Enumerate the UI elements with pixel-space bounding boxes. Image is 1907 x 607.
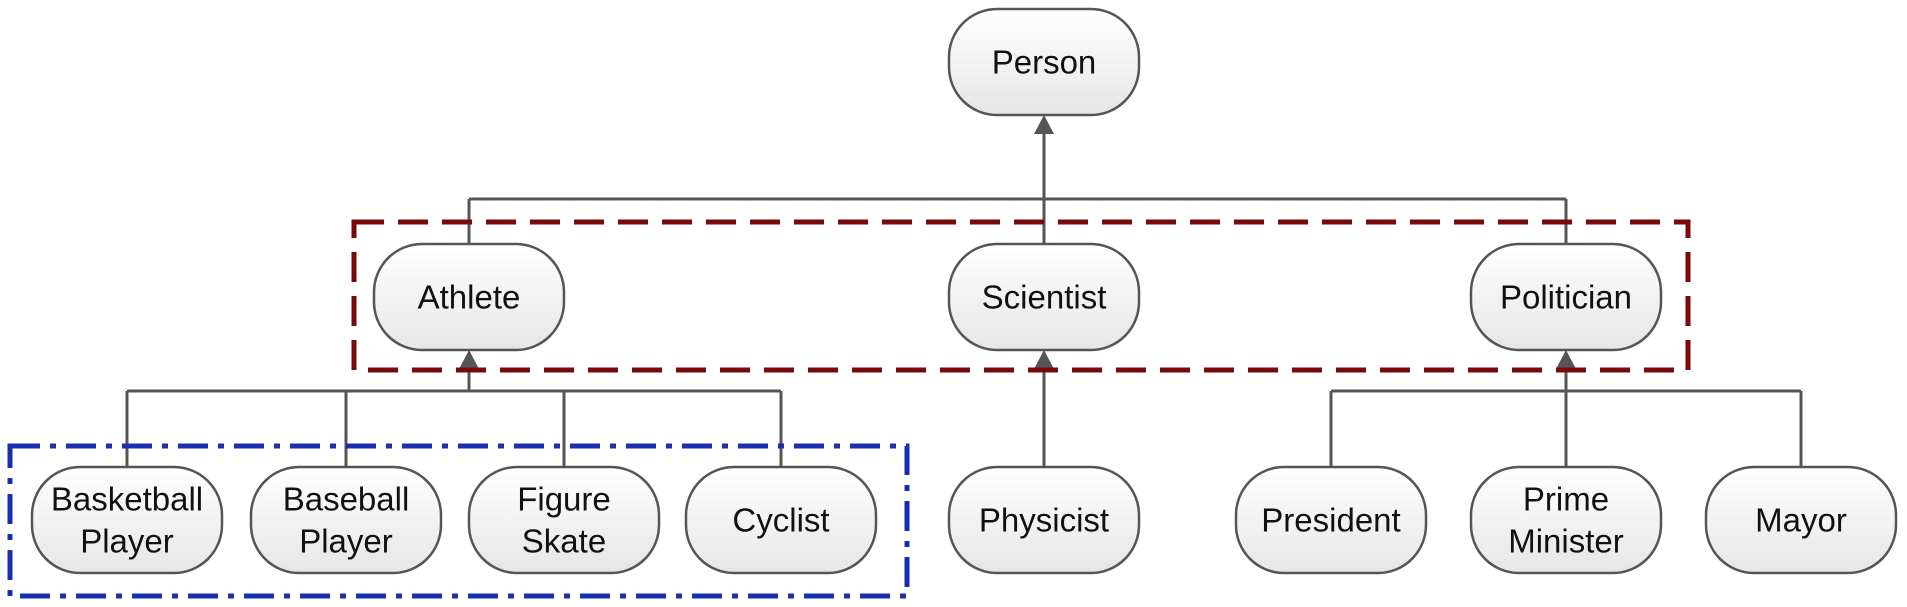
node-label-figure: Skate — [522, 523, 606, 560]
node-box-figure — [467, 465, 661, 575]
node-box-basketball — [30, 465, 224, 575]
node-label-prime: Prime — [1523, 481, 1609, 518]
node-label-athlete: Athlete — [418, 279, 521, 316]
arrowhead-person — [1034, 115, 1054, 134]
node-label-figure: Figure — [517, 481, 611, 518]
node-box-physicist — [947, 465, 1141, 575]
node-label-baseball: Player — [299, 523, 393, 560]
node-mayor: Mayor — [1704, 465, 1898, 575]
node-label-president: President — [1261, 502, 1400, 539]
node-label-mayor: Mayor — [1755, 502, 1847, 539]
node-label-cyclist: Cyclist — [732, 502, 829, 539]
edge-group-scientist — [1034, 350, 1054, 467]
arrowhead-athlete — [459, 350, 479, 369]
group-outline-blue — [7, 443, 910, 599]
edge-group-person — [467, 115, 1568, 244]
node-box-politician — [1469, 242, 1663, 352]
node-label-basketball: Player — [80, 523, 174, 560]
node-label-prime: Minister — [1508, 523, 1624, 560]
node-cyclist: Cyclist — [684, 465, 878, 575]
node-athlete: Athlete — [372, 242, 566, 352]
node-box-mayor — [1704, 465, 1898, 575]
node-person: Person — [947, 7, 1141, 117]
node-box-prime — [1469, 465, 1663, 575]
node-box-scientist — [947, 242, 1141, 352]
node-scientist: Scientist — [947, 242, 1141, 352]
node-box-cyclist — [684, 465, 878, 575]
node-president: President — [1234, 465, 1428, 575]
node-box-president — [1234, 465, 1428, 575]
node-label-baseball: Baseball — [283, 481, 410, 518]
node-label-basketball: Basketball — [51, 481, 203, 518]
arrowhead-politician — [1556, 350, 1576, 369]
group-outline-red — [351, 219, 1691, 373]
node-box-person — [947, 7, 1141, 117]
edge-group-athlete — [125, 350, 783, 467]
arrowhead-scientist — [1034, 350, 1054, 369]
node-box-baseball — [249, 465, 443, 575]
node-label-physicist: Physicist — [979, 502, 1109, 539]
node-politician: Politician — [1469, 242, 1663, 352]
node-label-scientist: Scientist — [982, 279, 1107, 316]
node-label-person: Person — [992, 44, 1097, 81]
node-physicist: Physicist — [947, 465, 1141, 575]
edge-group-politician — [1329, 350, 1803, 467]
node-label-politician: Politician — [1500, 279, 1632, 316]
node-box-athlete — [372, 242, 566, 352]
